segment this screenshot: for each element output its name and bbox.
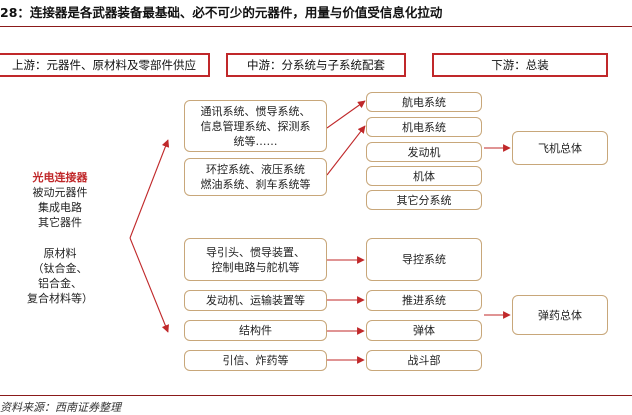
subsystem-other: 其它分系统	[366, 190, 482, 210]
arrow-left-to-top	[129, 139, 170, 239]
component-line: 环控系统、液压系统	[206, 163, 305, 176]
arrow-comm-to-avionics	[326, 100, 366, 129]
header-downstream: 下游：总装	[432, 53, 608, 77]
component-line: 导引头、惯导装置、	[206, 245, 305, 259]
subsystem-warhead: 战斗部	[366, 350, 482, 371]
subsystem-body: 机体	[366, 166, 482, 186]
source-note: 资料来源：西南证券整理	[0, 401, 121, 414]
arrow-env-to-electrical	[326, 125, 366, 176]
product-missile: 弹药总体	[512, 295, 608, 335]
component-comm: 通讯系统、惯导系统、 信息管理系统、探测系 统等……	[184, 100, 327, 152]
component-fuse: 引信、炸药等	[184, 350, 327, 371]
subsystem-electrical: 机电系统	[366, 117, 482, 137]
component-env: 环控系统、液压系统 燃油系统、刹车系统等	[184, 158, 327, 196]
component-guide: 导引头、惯导装置、 控制电路与舵机等	[184, 238, 327, 281]
highlight-connector: 光电连接器	[32, 171, 88, 184]
component-engine: 发动机、运输装置等	[184, 290, 327, 311]
header-upstream: 上游：元器件、原材料及零部件供应	[0, 53, 210, 77]
left-item: 被动元器件	[32, 186, 88, 199]
left-item: 铝合金、	[38, 277, 82, 290]
component-line: 通讯系统、惯导系统、	[200, 104, 311, 118]
component-line: 控制电路与舵机等	[211, 260, 300, 274]
component-line: 信息管理系统、探测系	[200, 119, 311, 133]
subsystem-guidance: 导控系统	[366, 238, 482, 281]
page-title: 28：连接器是各武器装备最基础、必不可少的元器件，用量与价值受信息化拉动	[0, 5, 443, 20]
footer-divider	[0, 395, 632, 396]
header-midstream: 中游：分系统与子系统配套	[226, 53, 406, 77]
upstream-items-b: 原材料 （钛合金、 铝合金、 复合材料等）	[4, 246, 116, 306]
left-item: 原材料	[43, 247, 77, 260]
component-line: 燃油系统、刹车系统等	[200, 178, 311, 191]
upstream-items-a: 光电连接器 被动元器件 集成电路 其它器件	[4, 170, 116, 230]
subsystem-missile-body: 弹体	[366, 320, 482, 341]
subsystem-propulsion: 推进系统	[366, 290, 482, 311]
arrow-left-to-bottom	[129, 237, 169, 333]
title-divider	[0, 26, 632, 27]
left-item: 集成电路	[38, 201, 82, 214]
subsystem-engine: 发动机	[366, 142, 482, 162]
left-item: 其它器件	[38, 216, 82, 229]
left-item: （钛合金、	[32, 262, 88, 275]
product-aircraft: 飞机总体	[512, 131, 608, 165]
component-structure: 结构件	[184, 320, 327, 341]
subsystem-avionics: 航电系统	[366, 92, 482, 112]
left-item: 复合材料等）	[27, 292, 93, 305]
component-line: 统等……	[233, 134, 278, 148]
